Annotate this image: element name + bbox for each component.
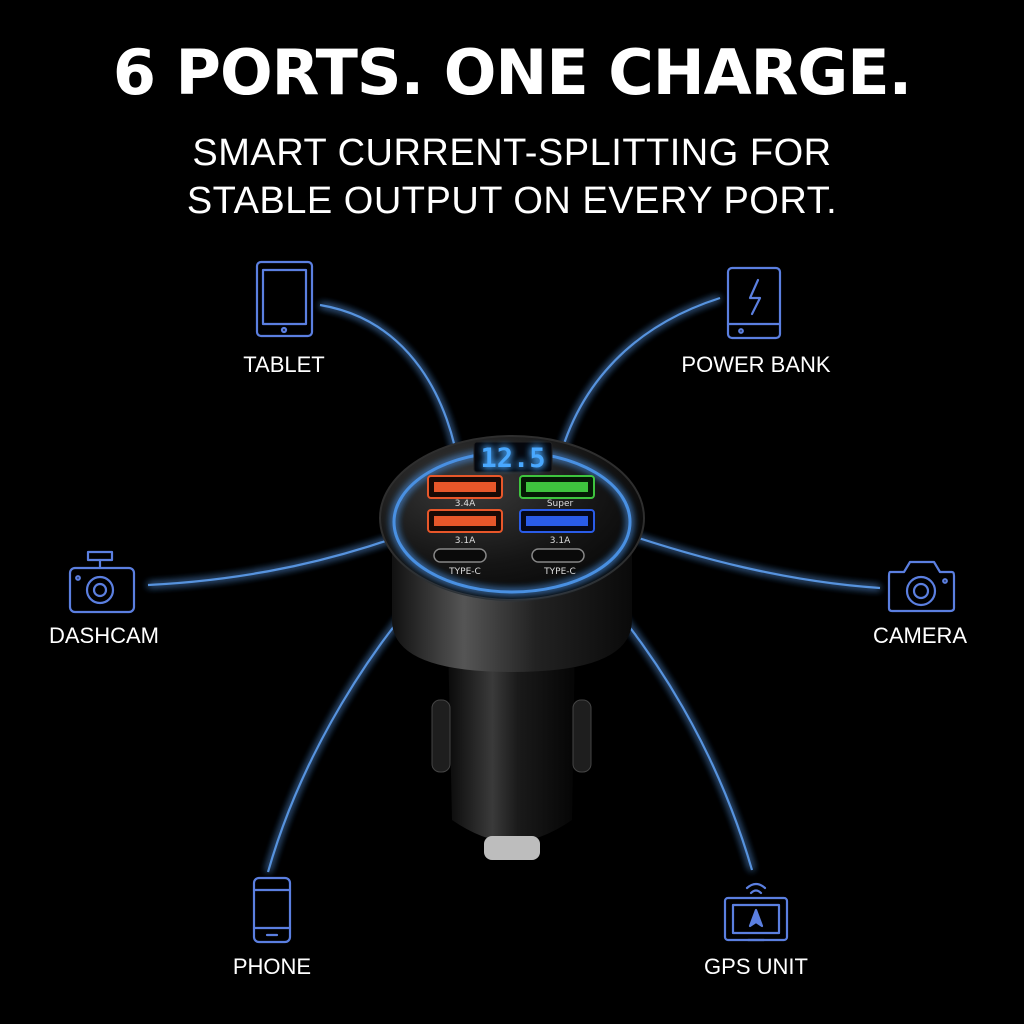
typec-port-left [433, 548, 487, 563]
typec-port-right [531, 548, 585, 563]
port-label-3-1a-left: 3.1A [455, 536, 476, 546]
gps-icon [723, 882, 789, 942]
port-label-super: Super [547, 499, 574, 509]
side-clip-left [431, 699, 451, 773]
power-bank-icon [726, 266, 782, 340]
subheadline-line-2: STABLE OUTPUT ON EVERY PORT. [186, 180, 838, 222]
subheadline-line-1: SMART CURRENT-SPLITTING FOR [192, 132, 832, 174]
headline: 6 PORTS. ONE CHARGE. [112, 36, 912, 109]
side-clip-right [572, 699, 592, 773]
charger-tip [484, 836, 540, 860]
phone-icon [252, 876, 292, 944]
tablet-icon [255, 260, 314, 338]
device-label-gps-unit: GPS UNIT [704, 954, 808, 979]
camera-icon [887, 560, 956, 613]
device-label-power-bank: POWER BANK [681, 352, 831, 377]
device-label-dashcam: DASHCAM [48, 623, 159, 648]
voltage-display [473, 441, 553, 473]
charger-stem [448, 640, 575, 842]
charger: 12.5 3.4A Super 3.1A 3.1A TYPE-C TYPE-C [379, 435, 645, 860]
device-label-tablet: TABLET [243, 352, 325, 377]
device-label-phone: PHONE [232, 954, 312, 979]
port-label-3-4a: 3.4A [455, 499, 476, 509]
voltage-reading: 12.5 [480, 443, 545, 474]
port-label-3-1a-right: 3.1A [550, 536, 571, 546]
dashcam-icon [68, 550, 136, 614]
device-label-camera: CAMERA [872, 623, 968, 648]
typec-label-right: TYPE-C [543, 567, 576, 577]
typec-label-left: TYPE-C [448, 567, 481, 577]
